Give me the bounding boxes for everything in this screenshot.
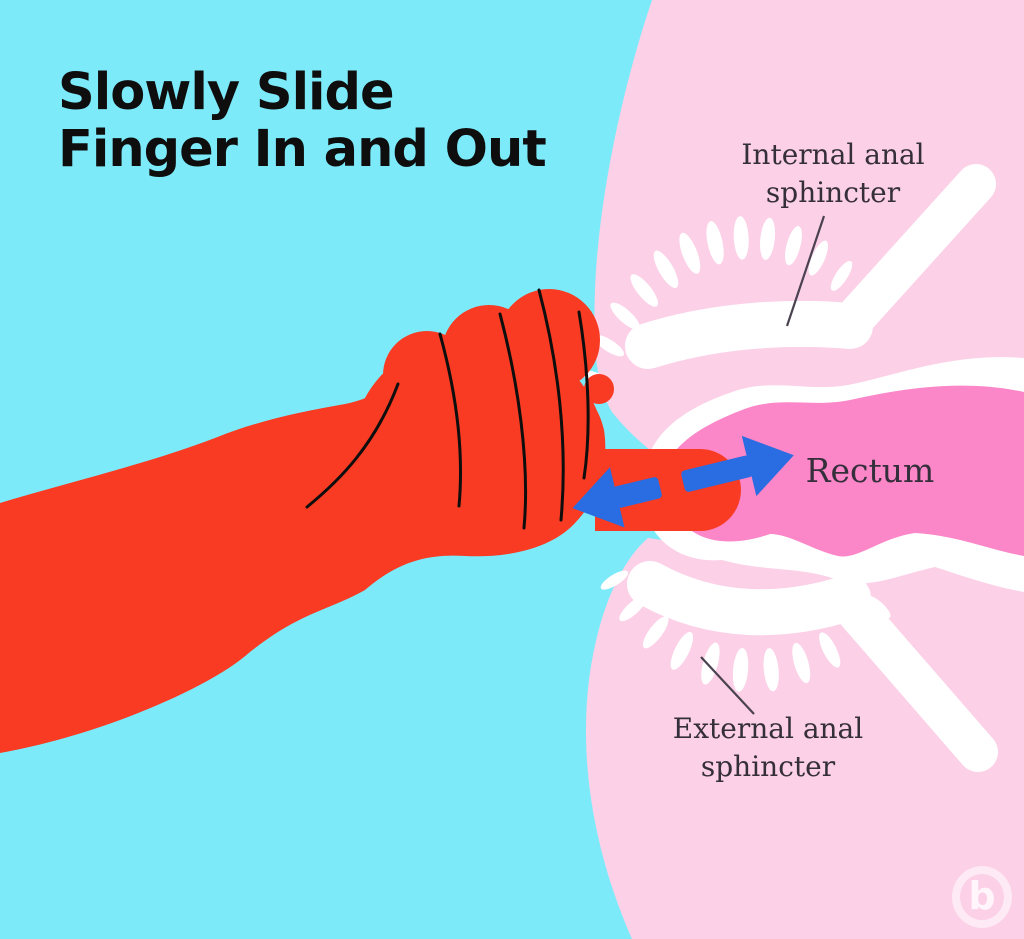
external-sphincter-striations [600,570,891,692]
thumb-crease-line [577,310,590,480]
striation-capsule [610,302,640,330]
external-label-line-2: sphincter [700,750,836,783]
striation-capsule [792,642,811,684]
striation-capsule [594,334,625,357]
hand-illustration [0,288,741,753]
striation-capsule [819,632,841,668]
striation-capsule [670,631,694,670]
striation-capsule [760,217,776,260]
finger-crease-line [438,332,462,508]
striation-capsule [642,616,669,649]
brand-logo: b [952,866,1012,928]
thumb-bump [584,374,614,404]
striation-capsule [830,260,853,291]
striation-capsule [706,221,724,265]
external-sphincter-muscle-tail [826,580,998,772]
slide-direction-arrows-icon [572,435,794,528]
internal-label-line-2: sphincter [765,176,901,209]
page-title: Slowly Slide Finger In and Out [58,63,547,179]
finger-crease-line [498,312,528,530]
external-label-line-1: External anal [672,712,864,745]
rectum-label: Rectum [805,451,935,490]
striation-capsule [865,595,891,619]
striation-capsule [653,250,679,289]
internal-label-line-1: Internal anal [741,138,925,171]
title-line-1: Slowly Slide [58,63,395,122]
rectum-canal-shape [661,385,1024,557]
internal-sphincter-muscle [625,300,873,369]
striation-capsule [701,642,720,685]
internal-sphincter-label: Internal anal sphincter [741,136,924,212]
title-line-2: Finger In and Out [58,120,547,179]
striation-capsule [763,648,779,692]
arrow-in-icon [681,435,794,497]
internal-sphincter-leader-line [785,215,826,327]
striation-capsule [733,216,749,260]
external-sphincter-leader-line [700,656,755,715]
striation-capsule [851,286,874,311]
striation-capsule [619,595,647,622]
finger-crease-line [537,288,565,522]
striation-capsule [732,647,749,692]
striation-capsule [679,232,701,274]
striation-capsule [843,616,868,646]
palm-crease-line [305,382,400,509]
arrow-out-icon [572,467,662,528]
striation-capsule [808,240,829,276]
striation-capsule [600,570,629,590]
brand-logo-letter: b [968,874,996,918]
external-sphincter-label: External anal sphincter [673,710,863,786]
striation-capsule [785,226,802,266]
internal-sphincter-muscle-tail [826,164,996,348]
internal-sphincter-striations [581,216,874,387]
external-sphincter-muscle [627,561,871,636]
striation-capsule [630,274,659,307]
